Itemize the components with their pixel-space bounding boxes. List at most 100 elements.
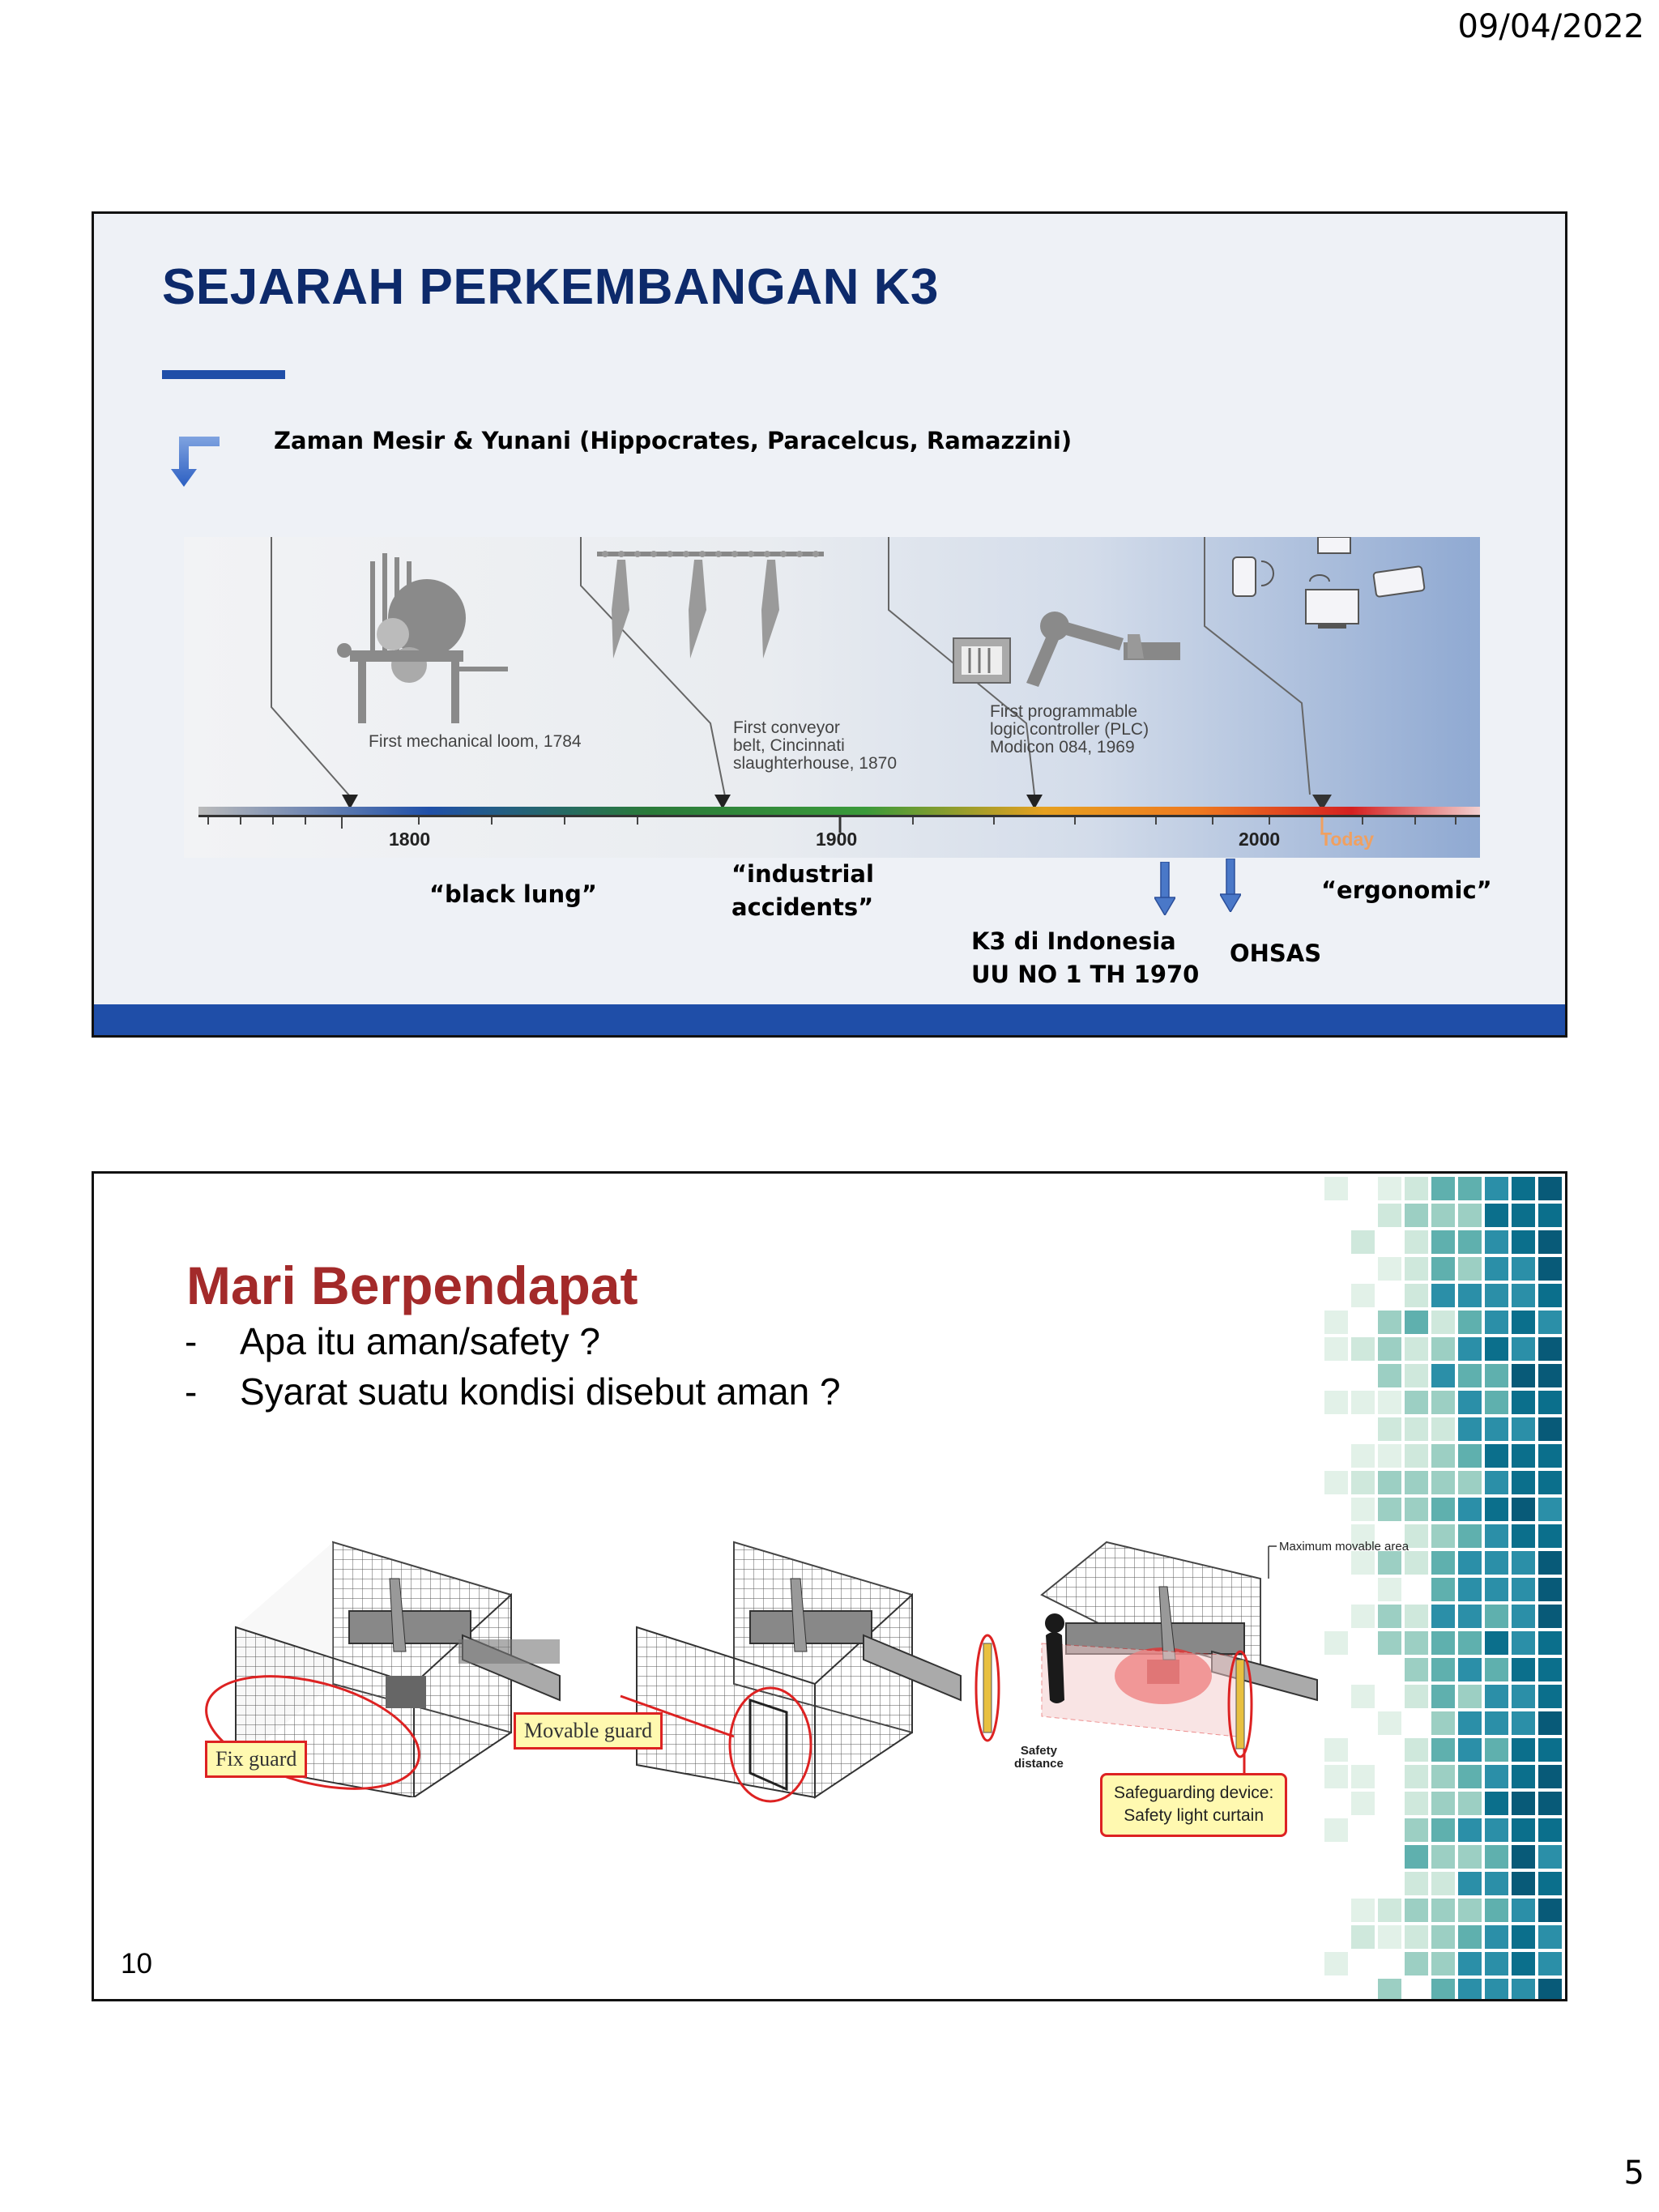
mosaic-tile bbox=[1324, 1391, 1348, 1414]
mosaic-tile bbox=[1378, 1925, 1401, 1949]
annotation-ohsas: OHSAS bbox=[1230, 940, 1322, 967]
mosaic-tile bbox=[1458, 1364, 1482, 1387]
mosaic-tile bbox=[1431, 1711, 1455, 1735]
mosaic-tile bbox=[1485, 1177, 1508, 1200]
mosaic-tile bbox=[1405, 1738, 1428, 1762]
mosaic-tile bbox=[1538, 1765, 1562, 1788]
mosaic-tile bbox=[1485, 1658, 1508, 1681]
mosaic-tile bbox=[1378, 1177, 1401, 1200]
mosaic-tile bbox=[1538, 1952, 1562, 1975]
mosaic-tile bbox=[1512, 1952, 1535, 1975]
mosaic-tile bbox=[1405, 1818, 1428, 1842]
mosaic-tile bbox=[1538, 1177, 1562, 1200]
mosaic-tile bbox=[1485, 1631, 1508, 1655]
mosaic-tile bbox=[1405, 1845, 1428, 1869]
mosaic-tile bbox=[1538, 1471, 1562, 1494]
mosaic-tile bbox=[1538, 1578, 1562, 1601]
mosaic-tile bbox=[1512, 1818, 1535, 1842]
mosaic-tile bbox=[1431, 1391, 1455, 1414]
mosaic-tile bbox=[1538, 1284, 1562, 1307]
mosaic-tile bbox=[1458, 1391, 1482, 1414]
title-underline bbox=[162, 370, 285, 379]
event-loom-caption: First mechanical loom, 1784 bbox=[369, 732, 582, 751]
down-arrow-icon bbox=[1154, 862, 1175, 915]
mosaic-tile bbox=[1485, 1765, 1508, 1788]
bent-arrow-icon bbox=[171, 437, 220, 487]
mosaic-tile bbox=[1351, 1471, 1375, 1494]
mosaic-tile bbox=[1458, 1204, 1482, 1227]
year-1800: 1800 bbox=[389, 829, 431, 850]
mosaic-tile bbox=[1512, 1925, 1535, 1949]
mosaic-tile bbox=[1512, 1204, 1535, 1227]
mosaic-tile bbox=[1458, 1738, 1482, 1762]
mosaic-tile bbox=[1431, 1845, 1455, 1869]
mosaic-tile bbox=[1378, 1711, 1401, 1735]
mosaic-tile bbox=[1431, 1792, 1455, 1815]
mosaic-tile bbox=[1485, 1979, 1508, 1999]
mosaic-tile bbox=[1512, 1658, 1535, 1681]
mosaic-tile bbox=[1485, 1872, 1508, 1895]
safeguarding-device-label: Safeguarding device: Safety light curtai… bbox=[1100, 1773, 1288, 1837]
mosaic-tile bbox=[1378, 1204, 1401, 1227]
mosaic-tile bbox=[1431, 1765, 1455, 1788]
mosaic-tile bbox=[1351, 1391, 1375, 1414]
mosaic-tile bbox=[1538, 1979, 1562, 1999]
mosaic-tile bbox=[1512, 1711, 1535, 1735]
mosaic-tile bbox=[1431, 1204, 1455, 1227]
mosaic-tile bbox=[1405, 1284, 1428, 1307]
mosaic-tile bbox=[1405, 1792, 1428, 1815]
mosaic-tile bbox=[1458, 1818, 1482, 1842]
mosaic-tile bbox=[1512, 1471, 1535, 1494]
mosaic-tile bbox=[1485, 1551, 1508, 1575]
movable-guard-illustration bbox=[620, 1541, 962, 1803]
slide-number: 10 bbox=[121, 1948, 152, 1980]
mosaic-tile bbox=[1512, 1391, 1535, 1414]
k3-timeline: First mechanical loom, 1784 First convey… bbox=[184, 537, 1480, 858]
mosaic-tile bbox=[1458, 1498, 1482, 1521]
mosaic-tile bbox=[1431, 1444, 1455, 1468]
mosaic-tile bbox=[1538, 1551, 1562, 1575]
mosaic-tile bbox=[1405, 1337, 1428, 1361]
mosaic-tile bbox=[1538, 1631, 1562, 1655]
mosaic-tile bbox=[1458, 1524, 1482, 1548]
mosaic-tile bbox=[1431, 1872, 1455, 1895]
mosaic-tile bbox=[1458, 1952, 1482, 1975]
mosaic-tile bbox=[1458, 1711, 1482, 1735]
slide-discussion: Mari Berpendapat -Apa itu aman/safety ? … bbox=[92, 1171, 1567, 2001]
mosaic-tile bbox=[1405, 1685, 1428, 1708]
mosaic-tile bbox=[1512, 1311, 1535, 1334]
fixed-guard-illustration bbox=[205, 1541, 561, 1797]
mosaic-tile bbox=[1485, 1311, 1508, 1334]
mosaic-tile bbox=[1538, 1738, 1562, 1762]
mosaic-tile bbox=[1378, 1364, 1401, 1387]
mosaic-tile bbox=[1485, 1845, 1508, 1869]
mosaic-tile bbox=[1485, 1578, 1508, 1601]
fix-guard-label: Fix guard bbox=[205, 1741, 308, 1778]
mosaic-tile bbox=[1485, 1257, 1508, 1281]
mosaic-tile bbox=[1458, 1925, 1482, 1949]
mosaic-tile bbox=[1512, 1631, 1535, 1655]
mosaic-tile bbox=[1378, 1337, 1401, 1361]
timeline-axis bbox=[198, 815, 1480, 817]
mosaic-tile bbox=[1431, 1230, 1455, 1254]
mosaic-tile bbox=[1431, 1551, 1455, 1575]
mosaic-tile bbox=[1458, 1257, 1482, 1281]
mosaic-tile bbox=[1485, 1899, 1508, 1922]
mosaic-tile bbox=[1324, 1818, 1348, 1842]
mosaic-tile bbox=[1431, 1605, 1455, 1628]
mosaic-tile bbox=[1512, 1337, 1535, 1361]
mosaic-tile bbox=[1351, 1685, 1375, 1708]
mosaic-tile bbox=[1431, 1284, 1455, 1307]
mosaic-tile bbox=[1405, 1899, 1428, 1922]
mosaic-tile bbox=[1405, 1551, 1428, 1575]
mosaic-tile bbox=[1512, 1498, 1535, 1521]
mosaic-tile bbox=[1431, 1364, 1455, 1387]
mosaic-tile bbox=[1512, 1257, 1535, 1281]
mosaic-tile bbox=[1431, 1899, 1455, 1922]
timeline-illustrations bbox=[207, 537, 1456, 833]
mosaic-tile bbox=[1538, 1872, 1562, 1895]
mosaic-tile bbox=[1351, 1792, 1375, 1815]
mosaic-tile bbox=[1405, 1364, 1428, 1387]
mosaic-tile bbox=[1485, 1925, 1508, 1949]
mosaic-tile bbox=[1405, 1177, 1428, 1200]
